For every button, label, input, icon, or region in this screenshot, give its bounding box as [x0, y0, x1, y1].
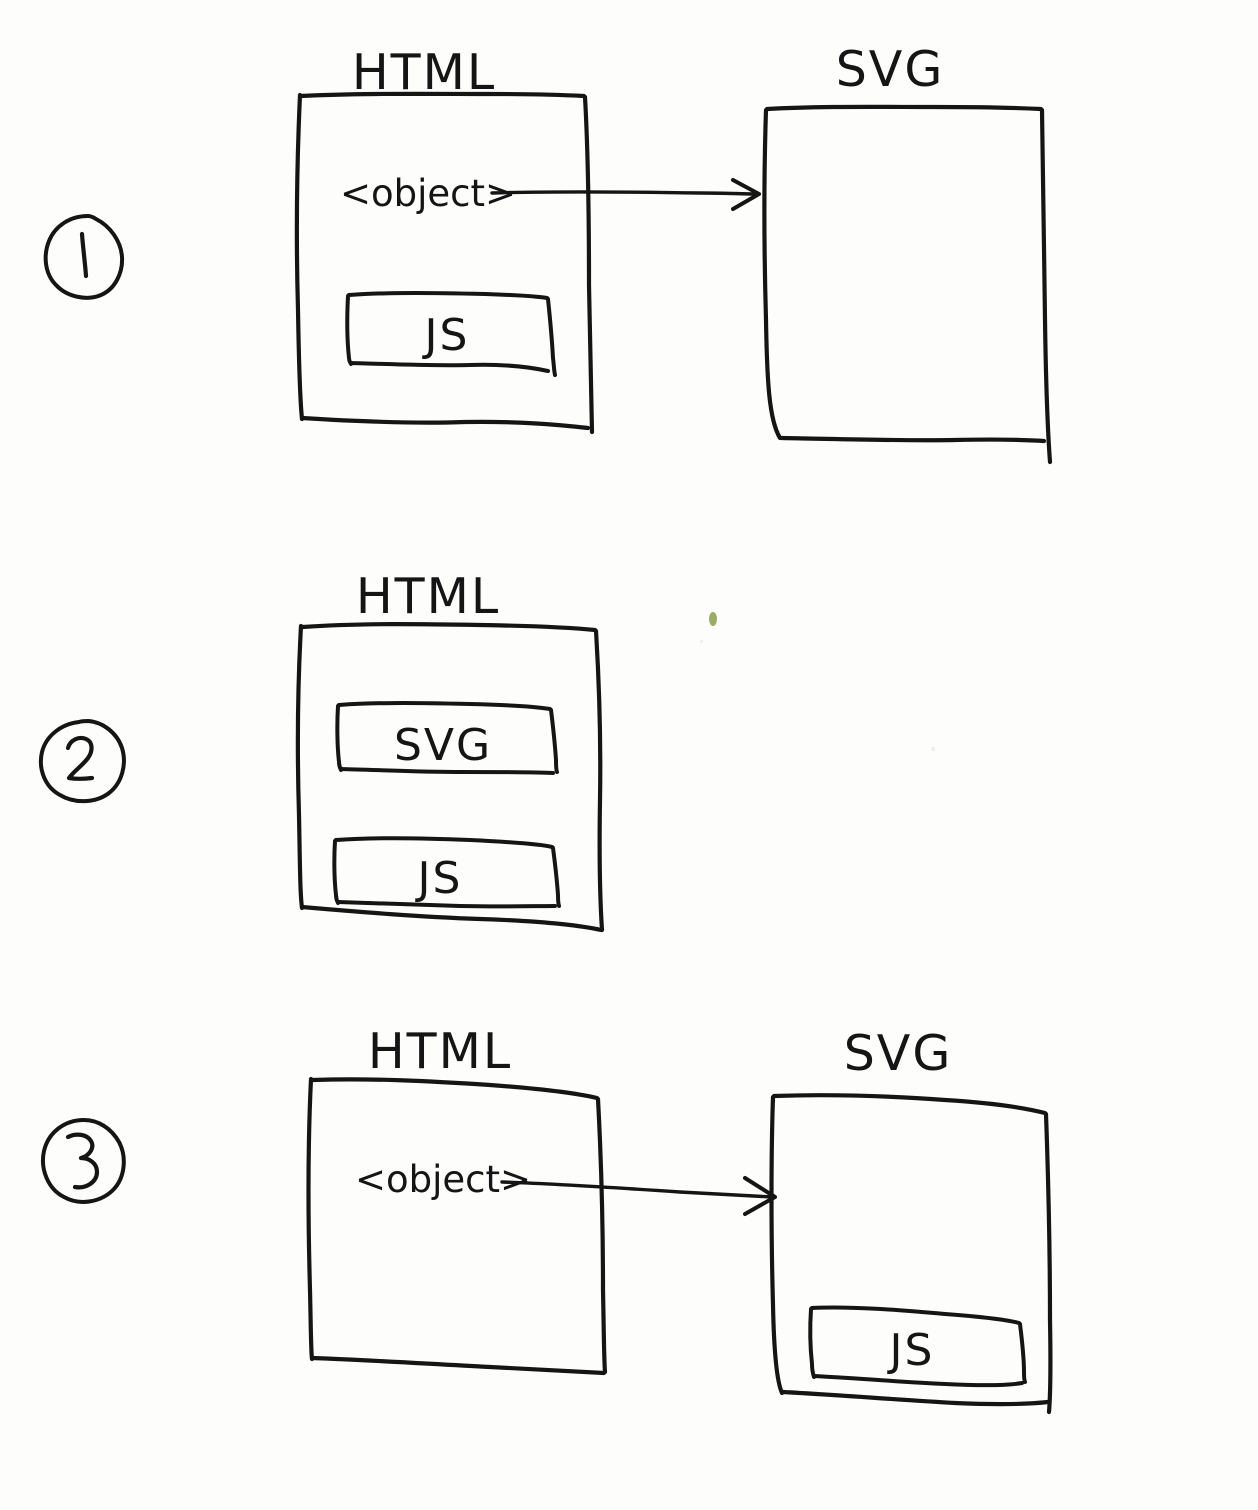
js-box-2-top: [334, 836, 554, 849]
numeral-2: [65, 735, 95, 781]
html-box-1: [294, 91, 595, 435]
html-box-2-right: [593, 628, 605, 933]
diagram-3: HTML <object> SVG: [41, 1023, 1053, 1415]
diagram-2-marker: [39, 719, 126, 804]
arrow-1-head: [731, 178, 761, 211]
html-box-3-left: [306, 1076, 315, 1362]
svg-box-3-bottom: [780, 1389, 1051, 1407]
js-box-1-left: [345, 294, 353, 366]
html-box-3-right: [595, 1096, 608, 1375]
numeral-1: [79, 231, 89, 279]
html-label-1: HTML: [352, 44, 496, 101]
circle-outline-3: [41, 1118, 126, 1204]
arrow-1-shaft: [490, 190, 759, 196]
js-box-3-right: [1018, 1322, 1027, 1384]
html-box-2-bottom: [299, 904, 604, 933]
svg-box-1-left: [762, 107, 783, 441]
paper-fleck-b: [700, 640, 703, 643]
html-box-1-left: [294, 92, 305, 422]
arrow-1: [490, 178, 761, 211]
html-box-1-top: [298, 91, 587, 99]
arrow-3: [500, 1176, 777, 1216]
js-box-2-left: [332, 839, 340, 905]
js-box-1-top: [347, 291, 549, 300]
object-tag-1: <object>: [340, 172, 516, 215]
js-box-1: JS: [345, 291, 557, 377]
svg-box-2-top: [337, 701, 552, 711]
html-box-2: [295, 622, 605, 933]
js-label-2: JS: [415, 853, 463, 904]
html-box-2-left: [295, 623, 305, 911]
green-speck: [709, 612, 717, 626]
svg-box-3-top: [771, 1093, 1048, 1116]
js-box-2-right: [551, 846, 561, 908]
js-label-3: JS: [887, 1325, 935, 1376]
circle-outline-1: [43, 214, 125, 300]
html-box-3-bottom: [309, 1355, 607, 1376]
circle-outline-2: [39, 719, 126, 804]
js-label-1: JS: [422, 310, 470, 361]
js-box-3-top: [810, 1305, 1021, 1325]
diagram-1-marker: [43, 214, 125, 300]
js-box-1-right: [546, 297, 557, 377]
js-box-3: JS: [808, 1305, 1027, 1388]
svg-box-1-top: [764, 104, 1044, 112]
numeral-3: [65, 1132, 100, 1190]
html-box-1-bottom: [299, 415, 591, 431]
svg-box-2-left: [335, 704, 343, 772]
diagram-2: HTML SVG JS: [39, 568, 605, 933]
js-box-2: JS: [332, 836, 561, 909]
html-box-3: [306, 1076, 608, 1376]
diagram-1: HTML <object> JS: [43, 41, 1053, 465]
arrow-3-shaft: [500, 1180, 774, 1199]
html-label-3: HTML: [368, 1023, 512, 1080]
svg-box-2-right: [549, 708, 559, 774]
js-box-2-bottom: [336, 900, 557, 909]
html-label-2: HTML: [356, 568, 500, 625]
svg-box-3-right: [1043, 1111, 1053, 1415]
js-box-3-left: [808, 1307, 816, 1379]
js-box-3-bottom: [812, 1374, 1024, 1388]
svg-box-1-bottom: [779, 435, 1047, 444]
svg-box-3-left: [769, 1094, 785, 1396]
svg-box-1-right: [1039, 107, 1053, 465]
html-box-1-right: [582, 94, 595, 435]
paper-fleck-a: [931, 747, 935, 751]
html-box-2-top: [300, 622, 598, 633]
diagram-3-marker: [41, 1118, 126, 1204]
arrow-3-head: [743, 1176, 777, 1216]
svg-box-2-bottom: [339, 767, 555, 775]
html-box-3-top: [310, 1077, 600, 1101]
object-tag-3: <object>: [355, 1158, 531, 1201]
paper-artefacts: [700, 612, 935, 751]
js-box-1-bottom: [349, 361, 550, 373]
